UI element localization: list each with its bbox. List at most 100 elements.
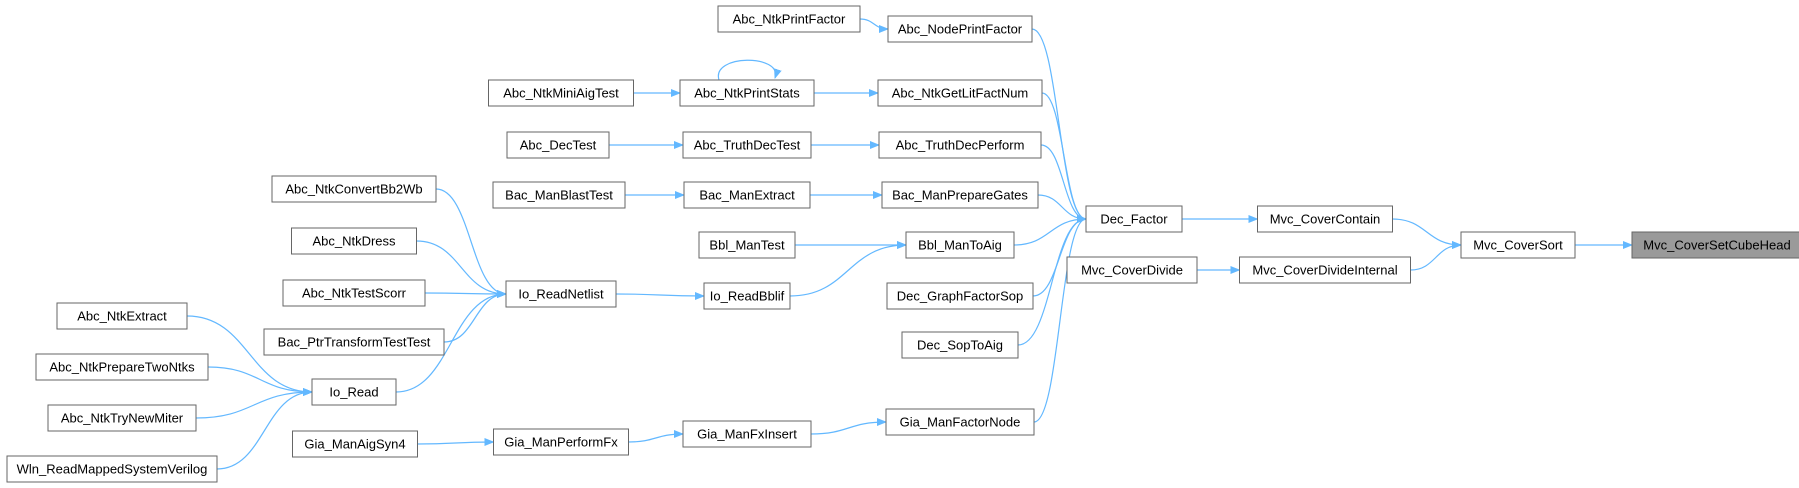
node-label: Abc_NtkExtract (77, 308, 167, 323)
node-label: Abc_DecTest (520, 137, 597, 152)
node-Abc_NtkPrintFactor[interactable]: Abc_NtkPrintFactor (717, 5, 861, 33)
node-Abc_NtkPrepareTwoNtks[interactable]: Abc_NtkPrepareTwoNtks (35, 353, 209, 381)
edge-n26-to-n21 (395, 290, 507, 393)
node-Abc_TruthDecPerform[interactable]: Abc_TruthDecPerform (878, 131, 1042, 159)
node-label: Abc_NtkPrepareTwoNtks (49, 359, 195, 374)
node-box (56, 302, 188, 330)
node-box (881, 181, 1039, 209)
node-Io_ReadNetlist[interactable]: Io_ReadNetlist (505, 280, 617, 308)
node-label: Gia_ManPerformFx (504, 434, 618, 449)
node-Mvc_CoverDivide[interactable]: Mvc_CoverDivide (1066, 256, 1198, 284)
node-Abc_TruthDecTest[interactable]: Abc_TruthDecTest (682, 131, 812, 159)
node-box (679, 79, 815, 107)
node-box (703, 282, 791, 310)
node-box (682, 420, 812, 448)
node-Abc_NtkDress[interactable]: Abc_NtkDress (291, 227, 417, 255)
node-Abc_DecTest[interactable]: Abc_DecTest (506, 131, 610, 159)
node-box (877, 79, 1043, 107)
node-box (1631, 231, 1799, 259)
node-Dec_SopToAig[interactable]: Dec_SopToAig (901, 331, 1019, 359)
node-Mvc_CoverSetCubeHead[interactable]: Mvc_CoverSetCubeHead (1631, 231, 1799, 259)
edge-n29-to-n26 (195, 388, 313, 419)
edge-n8-to-n7 (859, 18, 889, 33)
node-label: Bbl_ManToAig (918, 237, 1002, 252)
node-label: Gia_ManFxInsert (697, 426, 797, 441)
node-label: Bac_ManExtract (699, 187, 795, 202)
node-Bbl_ManTest[interactable]: Bbl_ManTest (698, 231, 796, 259)
edge-n7-to-n6 (1031, 28, 1087, 223)
node-box (1085, 205, 1183, 233)
node-label: Io_ReadNetlist (518, 286, 604, 301)
node-Bac_PtrTransformTestTest[interactable]: Bac_PtrTransformTestTest (263, 328, 445, 356)
node-label: Io_Read (329, 384, 378, 399)
node-Dec_GraphFactorSop[interactable]: Dec_GraphFactorSop (886, 282, 1034, 310)
node-Abc_NtkPrintStats[interactable]: Abc_NtkPrintStats (679, 79, 815, 107)
node-label: Wln_ReadMappedSystemVerilog (17, 461, 208, 476)
node-label: Abc_NtkTryNewMiter (61, 410, 184, 425)
node-Dec_Factor[interactable]: Dec_Factor (1085, 205, 1183, 233)
node-Mvc_CoverDivideInternal[interactable]: Mvc_CoverDivideInternal (1239, 256, 1411, 284)
node-Gia_ManFxInsert[interactable]: Gia_ManFxInsert (682, 420, 812, 448)
node-label: Mvc_CoverDivideInternal (1252, 262, 1397, 277)
node-label: Dec_GraphFactorSop (897, 288, 1023, 303)
edge-n10-to-n10 (717, 59, 782, 81)
node-Io_ReadBblif[interactable]: Io_ReadBblif (703, 282, 791, 310)
node-Wln_ReadMappedSystemVerilog[interactable]: Wln_ReadMappedSystemVerilog (6, 455, 218, 483)
node-label: Bac_ManPrepareGates (892, 187, 1028, 202)
node-Abc_NodePrintFactor[interactable]: Abc_NodePrintFactor (887, 15, 1033, 43)
node-box (717, 5, 861, 33)
node-label: Gia_ManFactorNode (900, 414, 1021, 429)
node-label: Bac_PtrTransformTestTest (278, 334, 431, 349)
edges-layer (186, 18, 1633, 470)
node-Bac_ManBlastTest[interactable]: Bac_ManBlastTest (492, 181, 626, 209)
node-box (1066, 256, 1198, 284)
node-box (47, 404, 197, 432)
edge-n9-to-n6 (1041, 92, 1087, 223)
node-label: Io_ReadBblif (710, 288, 785, 303)
node-box (901, 331, 1019, 359)
node-Abc_NtkMiniAigTest[interactable]: Abc_NtkMiniAigTest (488, 79, 634, 107)
node-label: Abc_NodePrintFactor (898, 21, 1023, 36)
node-Mvc_CoverSort[interactable]: Mvc_CoverSort (1460, 231, 1576, 259)
node-Abc_NtkConvertBb2Wb[interactable]: Abc_NtkConvertBb2Wb (271, 175, 437, 203)
edge-n36-to-n35 (417, 438, 495, 447)
node-box (506, 131, 610, 159)
node-box (1460, 231, 1576, 259)
node-Bac_ManPrepareGates[interactable]: Bac_ManPrepareGates (881, 181, 1039, 209)
node-label: Abc_TruthDecTest (694, 137, 801, 152)
node-Gia_ManPerformFx[interactable]: Gia_ManPerformFx (493, 428, 629, 456)
node-Bbl_ManToAig[interactable]: Bbl_ManToAig (905, 231, 1015, 259)
node-Mvc_CoverContain[interactable]: Mvc_CoverContain (1257, 205, 1393, 233)
edge-n30-to-n26 (216, 388, 313, 470)
node-label: Mvc_CoverSort (1473, 237, 1563, 252)
node-Gia_ManAigSyn4[interactable]: Gia_ManAigSyn4 (292, 430, 418, 458)
node-label: Abc_NtkDress (312, 233, 396, 248)
node-box (311, 378, 397, 406)
node-box (282, 279, 426, 307)
node-box (6, 455, 218, 483)
node-Abc_NtkTryNewMiter[interactable]: Abc_NtkTryNewMiter (47, 404, 197, 432)
node-Abc_NtkTestScorr[interactable]: Abc_NtkTestScorr (282, 279, 426, 307)
node-label: Abc_NtkTestScorr (302, 285, 407, 300)
node-label: Abc_NtkGetLitFactNum (892, 85, 1029, 100)
node-label: Abc_NtkMiniAigTest (503, 85, 619, 100)
edge-n32-to-n6 (1017, 215, 1087, 346)
node-label: Abc_NtkConvertBb2Wb (285, 181, 422, 196)
node-Abc_NtkExtract[interactable]: Abc_NtkExtract (56, 302, 188, 330)
nodes-layer: Mvc_CoverSetCubeHeadMvc_CoverSortMvc_Cov… (6, 5, 1799, 483)
edge-n25-to-n21 (443, 290, 507, 343)
node-Abc_NtkGetLitFactNum[interactable]: Abc_NtkGetLitFactNum (877, 79, 1043, 107)
node-box (1257, 205, 1393, 233)
node-label: Mvc_CoverSetCubeHead (1643, 237, 1790, 252)
node-label: Abc_NtkPrintStats (694, 85, 800, 100)
node-Gia_ManFactorNode[interactable]: Gia_ManFactorNode (885, 408, 1035, 436)
node-label: Mvc_CoverContain (1270, 211, 1381, 226)
node-Bac_ManExtract[interactable]: Bac_ManExtract (683, 181, 811, 209)
node-box (291, 227, 417, 255)
node-label: Abc_NtkPrintFactor (733, 11, 846, 26)
node-box (887, 15, 1033, 43)
edge-n28-to-n26 (207, 366, 313, 396)
node-box (492, 181, 626, 209)
node-Io_Read[interactable]: Io_Read (311, 378, 397, 406)
